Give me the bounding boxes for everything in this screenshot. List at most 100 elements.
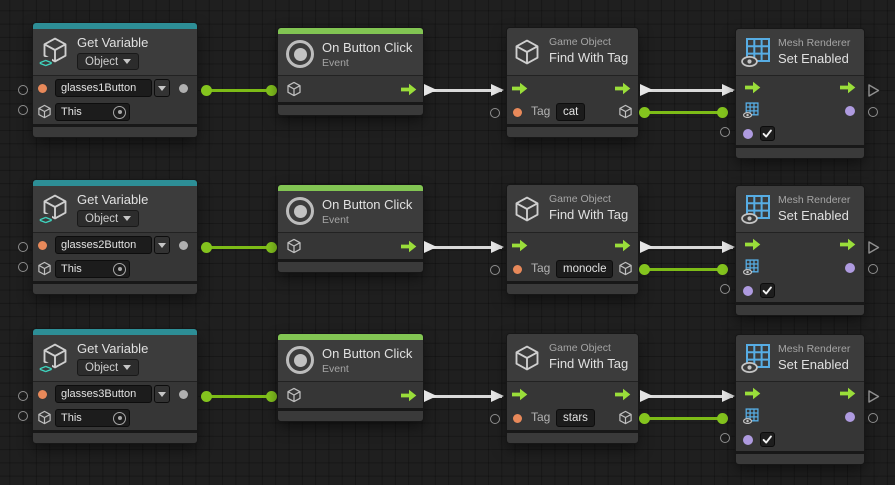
value-output-port[interactable] [845,411,855,422]
tag-value-field[interactable]: stars [556,409,595,427]
variable-name-field[interactable]: glasses2Button [55,236,152,254]
value-wire[interactable] [639,263,728,275]
enabled-checkbox[interactable] [760,432,775,447]
tag-unconnected-port[interactable] [490,265,500,275]
flow-unconnected-output-port[interactable] [868,390,880,408]
value-output-port[interactable] [845,262,855,273]
game-object-output-port[interactable] [618,410,633,430]
variable-target-field[interactable]: This [55,103,130,121]
flow-input-port[interactable] [744,238,761,256]
variable-name-port[interactable] [38,83,47,93]
get-variable-node[interactable]: <> Get Variable Object glasses3Button Th… [33,329,197,443]
enabled-input-port[interactable] [743,128,753,139]
flow-output-port[interactable] [400,83,417,101]
on-button-click-node[interactable]: On Button Click Event [278,185,423,272]
object-picker-icon[interactable] [113,262,126,276]
value-wire[interactable] [201,390,277,402]
control-flow-wire[interactable] [424,390,504,402]
variable-name-dropdown-button[interactable] [154,79,170,97]
get-variable-target-input-port[interactable] [18,262,28,272]
object-picker-icon[interactable] [113,105,126,119]
variable-name-port[interactable] [38,389,47,399]
tag-input-port[interactable] [513,107,522,117]
control-flow-wire[interactable] [640,241,735,253]
control-flow-wire[interactable] [424,84,504,96]
flow-output-port[interactable] [614,82,631,100]
variable-name-field[interactable]: glasses3Button [55,385,152,403]
find-with-tag-node[interactable]: Game Object Find With Tag Tag stars [507,334,638,443]
flow-output-port[interactable] [839,81,856,99]
tag-value-field[interactable]: cat [556,103,586,121]
tag-input-port[interactable] [513,264,522,274]
get-variable-node[interactable]: <> Get Variable Object glasses1Button Th… [33,23,197,137]
flow-output-port[interactable] [400,389,417,407]
variable-target-field[interactable]: This [55,260,130,278]
variable-name-port[interactable] [38,240,47,250]
enabled-input-port[interactable] [743,434,753,445]
value-unconnected-output-port[interactable] [868,264,878,274]
flow-unconnected-output-port[interactable] [868,241,880,259]
variable-target-field[interactable]: This [55,409,130,427]
find-with-tag-node[interactable]: Game Object Find With Tag Tag monocle [507,185,638,294]
flow-unconnected-output-port[interactable] [868,84,880,102]
flow-output-port[interactable] [839,387,856,405]
mesh-renderer-node[interactable]: Mesh Renderer Set Enabled [736,335,864,464]
flow-output-port[interactable] [839,238,856,256]
enabled-input-port[interactable] [743,285,753,296]
enabled-unconnected-port[interactable] [720,284,730,294]
get-variable-name-input-port[interactable] [18,391,28,401]
flow-input-port[interactable] [744,81,761,99]
object-picker-icon[interactable] [113,411,126,425]
value-unconnected-output-port[interactable] [868,107,878,117]
mesh-renderer-node[interactable]: Mesh Renderer Set Enabled [736,186,864,315]
variable-kind-dropdown[interactable]: Object [77,359,140,376]
get-variable-name-input-port[interactable] [18,85,28,95]
control-flow-wire[interactable] [424,241,504,253]
find-with-tag-node[interactable]: Game Object Find With Tag Tag cat [507,28,638,137]
value-wire[interactable] [639,106,728,118]
flow-output-port[interactable] [400,240,417,258]
tag-unconnected-port[interactable] [490,414,500,424]
value-unconnected-output-port[interactable] [868,413,878,423]
renderer-input-port[interactable] [742,408,759,429]
variable-name-field[interactable]: glasses1Button [55,79,152,97]
control-flow-wire[interactable] [640,84,735,96]
game-object-output-port[interactable] [618,104,633,124]
variable-value-output-port[interactable] [179,389,188,399]
value-output-port[interactable] [845,105,855,116]
tag-unconnected-port[interactable] [490,108,500,118]
on-button-click-node[interactable]: On Button Click Event [278,28,423,115]
mesh-renderer-node[interactable]: Mesh Renderer Set Enabled [736,29,864,158]
variable-kind-dropdown[interactable]: Object [77,53,140,70]
get-variable-name-input-port[interactable] [18,242,28,252]
enabled-unconnected-port[interactable] [720,127,730,137]
variable-value-output-port[interactable] [179,83,188,93]
flow-output-port[interactable] [614,388,631,406]
get-variable-target-input-port[interactable] [18,411,28,421]
flow-input-port[interactable] [511,388,528,406]
tag-value-field[interactable]: monocle [556,260,614,278]
game-object-output-port[interactable] [618,261,633,281]
renderer-input-port[interactable] [742,102,759,123]
control-flow-wire[interactable] [640,390,735,402]
value-wire[interactable] [201,241,277,253]
value-wire[interactable] [201,84,277,96]
get-variable-target-input-port[interactable] [18,105,28,115]
variable-name-dropdown-button[interactable] [154,385,170,403]
on-button-click-node[interactable]: On Button Click Event [278,334,423,421]
variable-name-dropdown-button[interactable] [154,236,170,254]
flow-input-port[interactable] [744,387,761,405]
tag-input-port[interactable] [513,413,522,423]
enabled-checkbox[interactable] [760,283,775,298]
value-wire[interactable] [639,412,728,424]
flow-input-port[interactable] [511,239,528,257]
renderer-input-port[interactable] [742,259,759,280]
get-variable-node[interactable]: <> Get Variable Object glasses2Button Th… [33,180,197,294]
flow-output-port[interactable] [614,239,631,257]
variable-kind-dropdown[interactable]: Object [77,210,140,227]
enabled-unconnected-port[interactable] [720,433,730,443]
variable-value-output-port[interactable] [179,240,188,250]
flow-input-port[interactable] [511,82,528,100]
enabled-checkbox[interactable] [760,126,775,141]
